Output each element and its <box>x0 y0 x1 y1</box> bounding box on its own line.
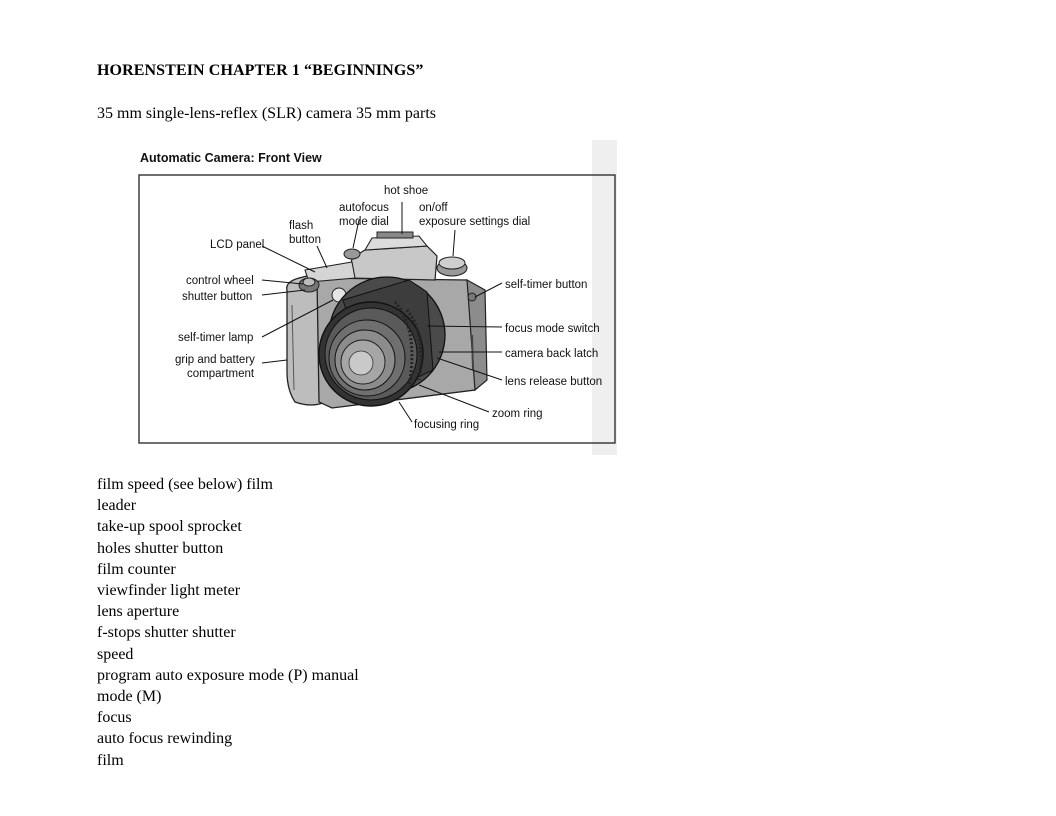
lens <box>318 276 446 407</box>
term-line: auto focus rewinding <box>97 730 233 748</box>
label-autofocus-2: mode dial <box>339 216 389 228</box>
label-flash-1: flash <box>289 220 313 232</box>
label-focus-mode-switch: focus mode switch <box>505 323 600 335</box>
label-zoom-ring: zoom ring <box>492 408 543 420</box>
label-grip-2: compartment <box>187 368 255 380</box>
label-focusing-ring: focusing ring <box>414 419 479 431</box>
label-grip-1: grip and battery <box>175 354 255 366</box>
label-hot-shoe: hot shoe <box>384 185 428 197</box>
term-line: speed <box>97 645 134 663</box>
term-line: film counter <box>97 560 176 578</box>
term-line: mode (M) <box>97 688 162 706</box>
label-autofocus-1: autofocus <box>339 202 389 214</box>
document-title: HORENSTEIN CHAPTER 1 “BEGINNINGS” <box>97 62 424 79</box>
term-line: lens aperture <box>97 603 180 621</box>
leader-lines <box>261 202 503 423</box>
figure-title: Automatic Camera: Front View <box>140 151 322 165</box>
term-line: program auto exposure mode (P) manual <box>97 666 359 684</box>
label-lcd-panel: LCD panel <box>210 239 264 251</box>
term-line: film speed (see below) film <box>97 476 273 493</box>
term-line: film <box>97 751 124 769</box>
label-control-wheel: control wheel <box>186 275 254 287</box>
camera-illustration <box>286 231 488 409</box>
camera-diagram: Automatic Camera: Front View <box>137 140 617 455</box>
document-subtitle: 35 mm single-lens-reflex (SLR) camera 35… <box>97 105 437 122</box>
label-shutter-button: shutter button <box>182 291 252 303</box>
term-line: holes shutter button <box>97 539 224 557</box>
label-camera-back-latch: camera back latch <box>505 348 598 360</box>
term-line: take-up spool sprocket <box>97 518 242 536</box>
term-line: leader <box>97 497 137 515</box>
label-self-timer-button: self-timer button <box>505 279 587 291</box>
terms-list: film speed (see below) film leader take-… <box>97 474 359 771</box>
label-onoff-2: exposure settings dial <box>419 216 530 228</box>
label-flash-2: button <box>289 234 321 246</box>
label-self-timer-lamp: self-timer lamp <box>178 332 253 344</box>
label-onoff-1: on/off <box>419 202 448 214</box>
term-line: focus <box>97 709 132 727</box>
term-line: viewfinder light meter <box>97 582 241 600</box>
label-lens-release-button: lens release button <box>505 376 602 388</box>
term-line: f-stops shutter shutter <box>97 624 236 642</box>
